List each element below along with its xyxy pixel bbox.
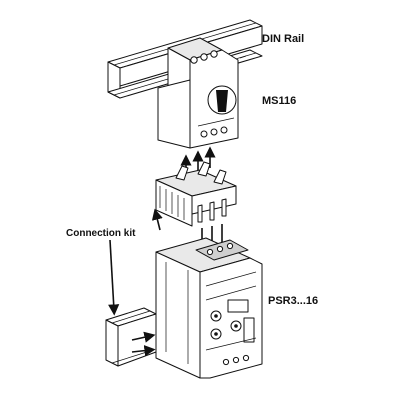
label-ms116: MS116 xyxy=(262,95,296,107)
psr-soft-starter xyxy=(155,237,263,379)
connection-kit-adapter xyxy=(155,161,237,227)
din-rail-bottom xyxy=(105,307,157,367)
label-din-rail: DIN Rail xyxy=(262,33,304,45)
label-connection-kit: Connection kit xyxy=(66,228,136,239)
label-psr: PSR3...16 xyxy=(268,295,318,307)
connection-kit-leaders xyxy=(108,208,163,316)
ms116-breaker xyxy=(157,37,239,149)
